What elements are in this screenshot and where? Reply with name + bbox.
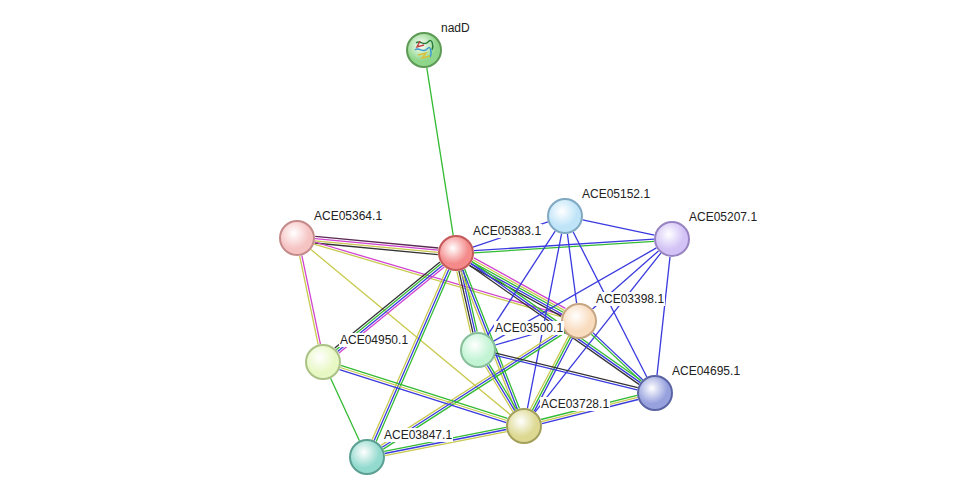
protein-node: ACE04950.1	[305, 344, 341, 380]
node-label: ACE03500.1	[494, 321, 564, 335]
protein-node: ACE03398.1	[561, 303, 597, 339]
evidence-line	[487, 365, 514, 410]
node-label: ACE03847.1	[383, 428, 453, 442]
interaction-edge	[427, 68, 453, 235]
evidence-line	[473, 222, 548, 247]
evidence-line	[657, 257, 670, 375]
evidence-line	[496, 353, 638, 388]
interaction-edge	[372, 269, 451, 442]
evidence-line	[302, 255, 321, 344]
interaction-edge	[583, 220, 655, 235]
evidence-line	[340, 368, 507, 421]
evidence-line	[541, 395, 637, 419]
evidence-line	[474, 241, 654, 253]
protein-node: ACE03500.1	[460, 332, 496, 368]
evidence-line	[427, 68, 453, 235]
interaction-edge	[657, 257, 670, 375]
node-label: ACE05364.1	[313, 209, 383, 223]
evidence-line	[472, 262, 563, 313]
evidence-line	[340, 370, 507, 423]
evidence-line	[485, 367, 512, 412]
evidence-line	[593, 333, 643, 380]
evidence-line	[470, 265, 640, 384]
evidence-line	[567, 234, 576, 303]
interaction-edge	[315, 236, 439, 254]
node-label: ACE03728.1	[540, 397, 610, 411]
evidence-line	[459, 271, 473, 333]
interaction-edge	[495, 353, 638, 390]
protein-node: ACE05152.1	[547, 198, 583, 234]
node-label: ACE04695.1	[671, 364, 741, 378]
node-label: ACE05152.1	[581, 187, 651, 201]
evidence-line	[471, 264, 563, 315]
node-label: ACE03398.1	[595, 292, 665, 306]
evidence-line	[336, 264, 441, 350]
protein-node: ACE05383.1	[438, 235, 474, 271]
interaction-edge	[591, 333, 642, 382]
node-label: ACE04950.1	[339, 333, 409, 347]
protein-node: ACE03847.1	[349, 439, 385, 475]
interaction-edge	[340, 365, 508, 422]
protein-node: ACE05207.1	[654, 221, 690, 257]
structure-stroke	[415, 48, 431, 57]
interaction-edge	[335, 262, 444, 353]
evidence-line	[495, 355, 637, 390]
evidence-line	[315, 243, 438, 255]
evidence-line	[338, 265, 443, 351]
protein-node: nadD	[406, 32, 442, 68]
interaction-edge	[567, 234, 576, 303]
protein-node: ACE04695.1	[637, 375, 673, 411]
interaction-edge	[300, 255, 321, 344]
evidence-line	[315, 241, 438, 253]
interaction-edge	[331, 378, 360, 440]
evidence-line	[372, 269, 447, 440]
protein-node: ACE03728.1	[506, 408, 542, 444]
evidence-line	[473, 260, 565, 311]
node-label: ACE05383.1	[472, 224, 542, 238]
evidence-line	[335, 262, 440, 348]
interaction-edge	[541, 395, 638, 423]
evidence-line	[376, 270, 451, 441]
evidence-line	[591, 334, 641, 381]
protein-node: ACE05364.1	[279, 220, 315, 256]
node-label: ACE05207.1	[688, 210, 758, 224]
structure-stroke	[417, 41, 424, 47]
structure-stroke	[418, 53, 430, 58]
evidence-line	[583, 220, 655, 235]
evidence-line	[300, 256, 319, 345]
evidence-line	[489, 364, 516, 409]
interaction-edge	[474, 239, 654, 253]
evidence-line	[383, 333, 565, 450]
interaction-edge	[473, 222, 548, 247]
structure-icon	[408, 34, 439, 65]
evidence-line	[331, 378, 360, 440]
node-label: nadD	[440, 21, 471, 35]
evidence-line	[474, 239, 654, 251]
interaction-edge	[485, 364, 516, 411]
evidence-line	[341, 365, 508, 418]
